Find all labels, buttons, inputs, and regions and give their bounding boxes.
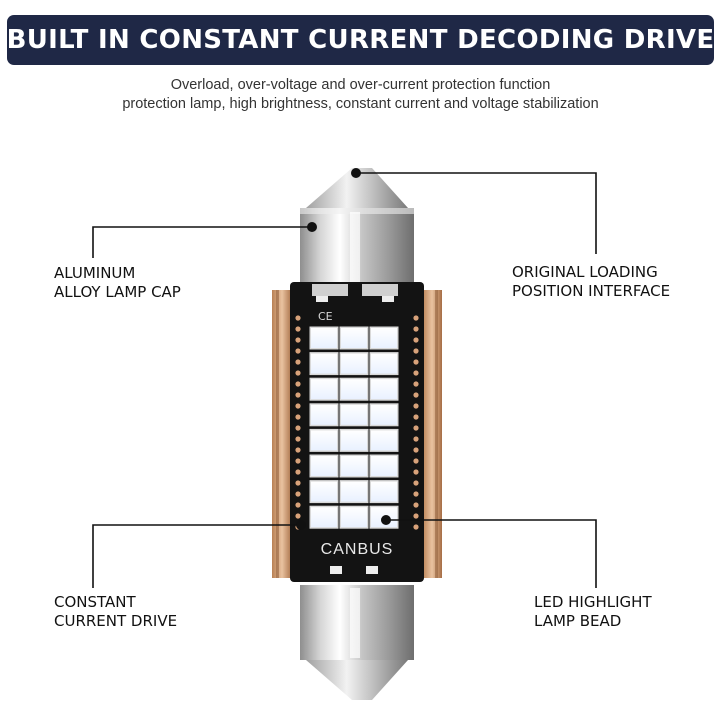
solder-pad <box>295 436 301 442</box>
callout-line-led-bead <box>386 519 597 588</box>
solder-pad <box>295 491 301 497</box>
led-bead <box>341 430 367 451</box>
led-bead <box>311 404 337 425</box>
solder-pad <box>295 326 301 332</box>
callout-led-bead-line1: LED HIGHLIGHT <box>534 593 652 611</box>
callout-constant-drive-line2: CURRENT DRIVE <box>54 612 178 630</box>
solder-pad <box>295 392 301 398</box>
led-bead <box>341 404 367 425</box>
solder-pad <box>295 458 301 464</box>
solder-pad <box>295 403 301 409</box>
led-bead <box>341 456 367 476</box>
solder-pad <box>413 480 419 486</box>
pcb-board <box>290 282 424 582</box>
led-bead <box>341 379 367 400</box>
led-bead <box>341 507 367 528</box>
solder-pad <box>295 447 301 453</box>
bottom-aluminum-cap <box>300 585 414 700</box>
solder-pad <box>295 502 301 508</box>
subtitle-line-2: protection lamp, high brightness, consta… <box>122 96 599 112</box>
led-bead <box>371 353 397 374</box>
callout-aluminum-cap: ALUMINUM ALLOY LAMP CAP <box>54 264 181 302</box>
title-banner: BUILT IN CONSTANT CURRENT DECODING DRIVE <box>7 15 714 65</box>
solder-pad <box>295 425 301 431</box>
led-bead <box>311 353 337 374</box>
led-bead <box>311 456 337 476</box>
callout-constant-drive-line1: CONSTANT <box>54 593 136 611</box>
solder-pad <box>413 403 419 409</box>
callout-dots <box>296 168 391 530</box>
led-bead <box>311 328 337 348</box>
solder-pad <box>295 359 301 365</box>
callout-loading-interface: ORIGINAL LOADING POSITION INTERFACE <box>512 263 670 301</box>
solder-pad <box>413 315 419 321</box>
solder-pad <box>413 414 419 420</box>
led-bead <box>341 353 367 374</box>
solder-pad <box>413 458 419 464</box>
led-bead <box>371 481 397 502</box>
solder-pad <box>295 370 301 376</box>
banner-title: BUILT IN CONSTANT CURRENT DECODING DRIVE <box>6 25 715 55</box>
solder-pad <box>413 392 419 398</box>
solder-pad <box>413 447 419 453</box>
callout-lines <box>92 172 597 588</box>
callout-led-bead-line2: LAMP BEAD <box>534 612 622 630</box>
solder-pad <box>413 370 419 376</box>
led-bead <box>371 456 397 476</box>
solder-pad <box>413 348 419 354</box>
led-bead <box>371 328 397 348</box>
solder-pad <box>413 524 419 530</box>
solder-pad <box>413 326 419 332</box>
led-bead <box>341 328 367 348</box>
solder-pad <box>413 337 419 343</box>
solder-pad <box>295 469 301 475</box>
solder-pad <box>413 491 419 497</box>
solder-pad <box>295 480 301 486</box>
callout-loading-interface-line2: POSITION INTERFACE <box>512 282 671 300</box>
callout-constant-drive: CONSTANT CURRENT DRIVE <box>54 593 177 631</box>
callout-dot-loading-interface <box>351 168 361 178</box>
callout-led-bead: LED HIGHLIGHT LAMP BEAD <box>534 593 652 631</box>
solder-pad <box>295 348 301 354</box>
led-bead <box>311 379 337 400</box>
callout-loading-interface-line1: ORIGINAL LOADING <box>512 263 658 281</box>
top-aluminum-cap <box>300 168 414 288</box>
ce-mark: CE <box>318 310 333 323</box>
solder-pad <box>413 469 419 475</box>
subtitle-line-1: Overload, over-voltage and over-current … <box>170 77 551 93</box>
callout-aluminum-cap-line1: ALUMINUM <box>54 264 136 282</box>
callout-aluminum-cap-line2: ALLOY LAMP CAP <box>54 283 181 301</box>
solder-pad <box>295 315 301 321</box>
solder-pad <box>413 513 419 519</box>
led-bead <box>371 404 397 425</box>
solder-pad <box>295 513 301 519</box>
solder-pad <box>295 337 301 343</box>
solder-pad <box>413 359 419 365</box>
led-bead <box>341 481 367 502</box>
solder-pad <box>413 425 419 431</box>
callout-line-constant-drive <box>92 524 301 588</box>
solder-pad <box>413 502 419 508</box>
led-bead <box>371 430 397 451</box>
callout-line-loading-interface <box>356 172 597 254</box>
callout-dot-aluminum-cap <box>307 222 317 232</box>
solder-pad <box>295 414 301 420</box>
led-bead <box>311 481 337 502</box>
copper-heat-sink <box>272 290 442 578</box>
solder-pad <box>413 436 419 442</box>
solder-pad <box>295 381 301 387</box>
led-bead <box>311 430 337 451</box>
led-bead <box>371 379 397 400</box>
callout-dot-led-bead <box>381 515 391 525</box>
solder-pad <box>413 381 419 387</box>
callout-line-aluminum-cap <box>92 226 312 258</box>
canbus-text: CANBUS <box>321 541 394 558</box>
callout-dot-constant-drive <box>296 520 306 530</box>
led-bead <box>311 507 337 528</box>
